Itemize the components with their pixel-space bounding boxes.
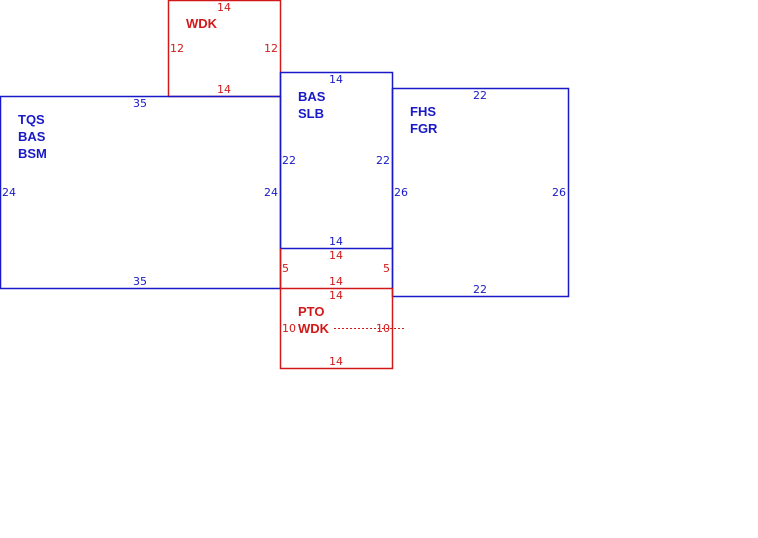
section-bas-slb-dim-right: 22 — [376, 154, 390, 167]
section-tqs-dim-bottom: 35 — [133, 275, 147, 288]
section-pto-dim-right: 10 — [376, 322, 390, 335]
section-tqs-label-3: BSM — [18, 146, 47, 161]
section-pto-label-1: PTO — [298, 304, 325, 319]
section-strip-dim-top: 14 — [329, 249, 343, 262]
section-bas-slb-dim-left: 22 — [282, 154, 296, 167]
section-tqs-dim-top: 35 — [133, 97, 147, 110]
section-wdk-top-dim-left: 12 — [170, 42, 184, 55]
section-fhs-outline — [391, 87, 570, 298]
section-tqs: TQS BAS BSM 35 24 24 35 — [0, 95, 282, 290]
section-strip-dim-left: 5 — [282, 262, 289, 275]
section-pto-dim-bottom: 14 — [329, 355, 343, 368]
section-wdk-top-label-1: WDK — [186, 16, 218, 31]
section-wdk-top-dim-right: 12 — [264, 42, 278, 55]
section-bas-slb-label-1: BAS — [298, 89, 326, 104]
section-fhs-label-1: FHS — [410, 104, 436, 119]
section-bas-slb-label-2: SLB — [298, 106, 324, 121]
section-fhs-dim-bottom: 22 — [473, 283, 487, 296]
section-tqs-dim-left: 24 — [2, 186, 16, 199]
section-strip: 14 5 5 14 — [279, 248, 394, 289]
section-tqs-dim-right: 24 — [264, 186, 278, 199]
section-fhs-dim-right: 26 — [552, 186, 566, 199]
section-fhs-label-2: FGR — [410, 121, 438, 136]
section-bas-slb-dim-bottom: 14 — [329, 235, 343, 248]
section-pto: PTO WDK 14 10 10 14 — [279, 287, 406, 370]
section-wdk-top-dim-top: 14 — [217, 1, 231, 14]
section-wdk-top-dim-bottom: 14 — [217, 83, 231, 96]
section-tqs-label-2: BAS — [18, 129, 46, 144]
section-pto-label-2: WDK — [298, 321, 330, 336]
section-pto-dim-left: 10 — [282, 322, 296, 335]
section-tqs-label-1: TQS — [18, 112, 45, 127]
section-pto-outline — [279, 287, 394, 370]
section-strip-dim-bottom: 14 — [329, 275, 343, 288]
section-pto-dim-top: 14 — [329, 289, 343, 302]
section-bas-slb: BAS SLB 14 22 22 14 — [279, 71, 394, 250]
section-strip-dim-right: 5 — [383, 262, 390, 275]
section-bas-slb-dim-top: 14 — [329, 73, 343, 86]
section-fhs-dim-top: 22 — [473, 89, 487, 102]
section-fhs: FHS FGR 22 26 26 22 — [391, 87, 570, 298]
section-wdk-top: WDK 14 12 12 14 — [167, 0, 282, 98]
section-fhs-dim-left: 26 — [394, 186, 408, 199]
